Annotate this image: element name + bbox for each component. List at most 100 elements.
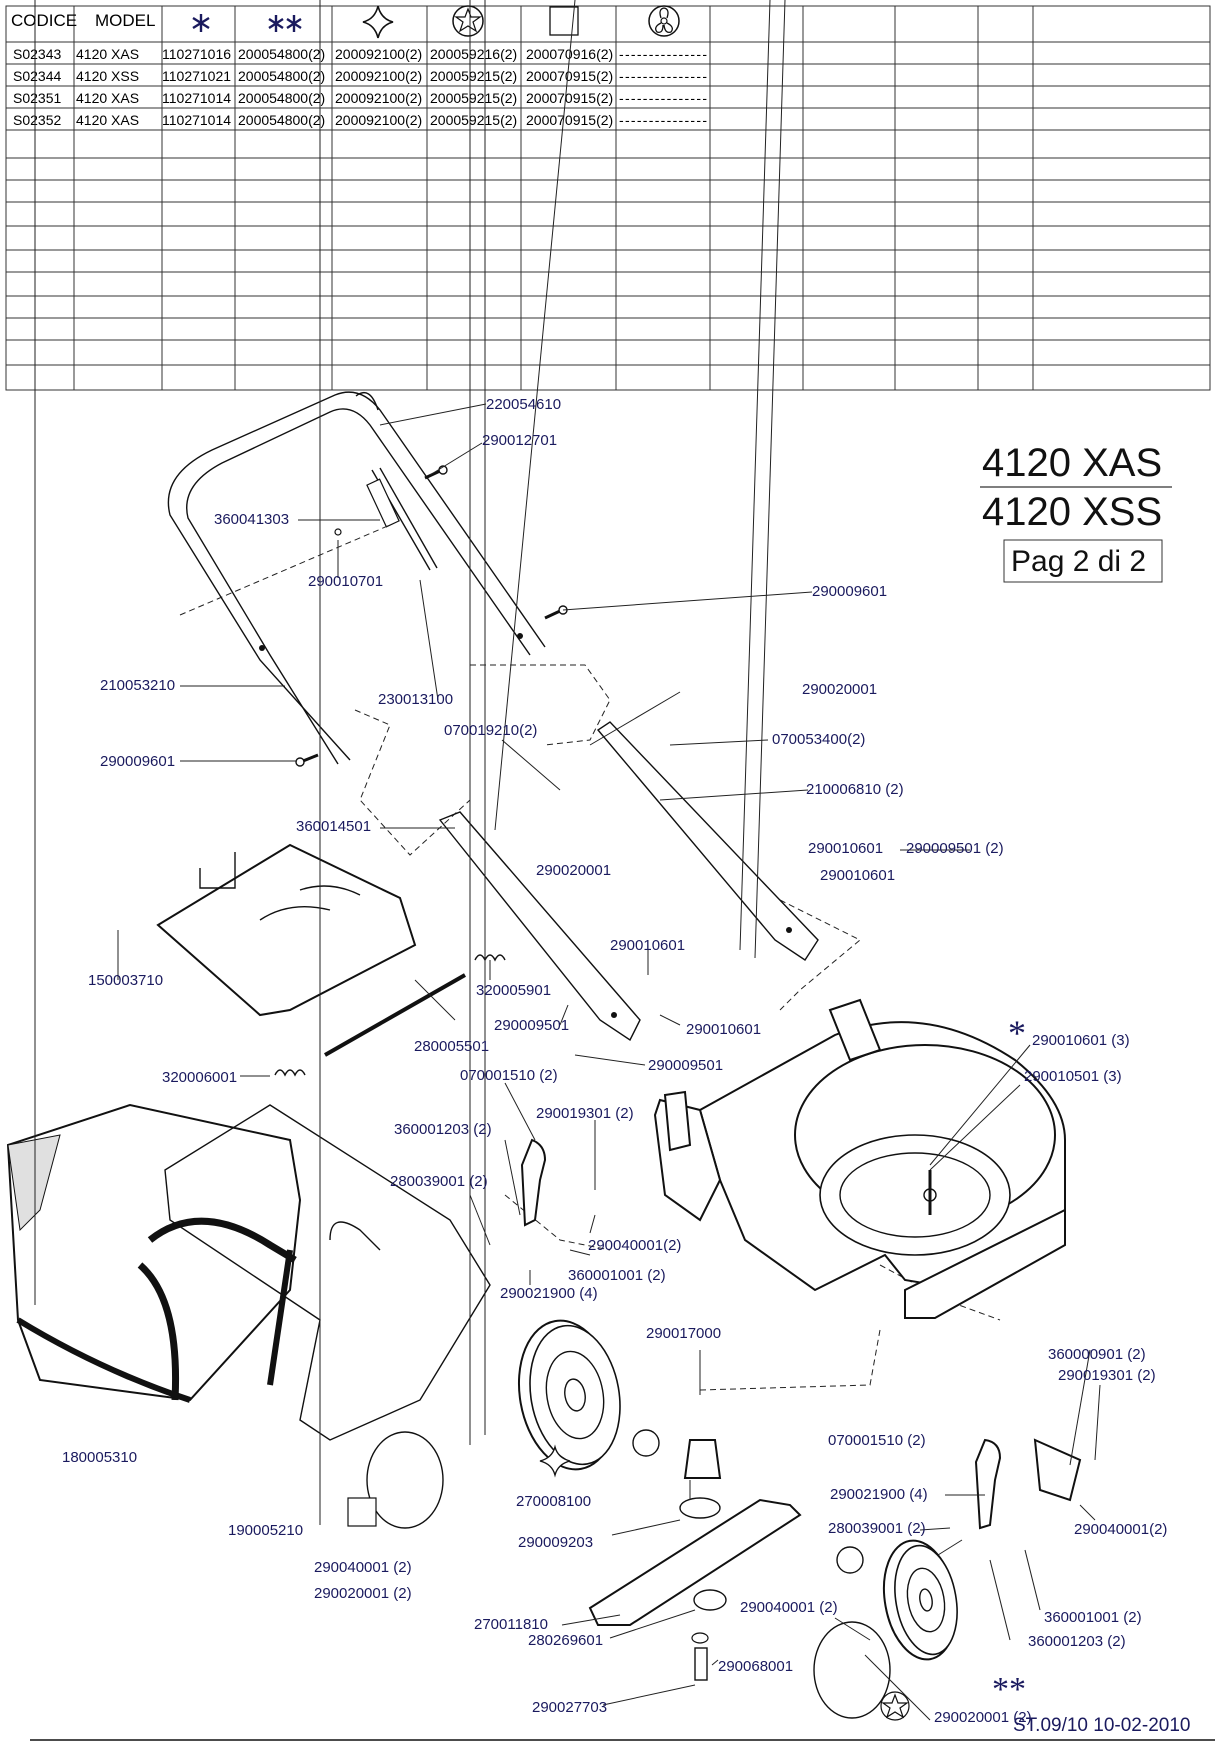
table-cell: 200054800(2) bbox=[238, 90, 325, 106]
model-title-2: 4120 XSS bbox=[982, 490, 1162, 534]
part-number-label: 360001001 (2) bbox=[1044, 1609, 1142, 1626]
table-cell: 110271014 bbox=[162, 90, 231, 106]
table-cell: 200070915(2) bbox=[526, 112, 613, 128]
table-cell: 200059215(2) bbox=[430, 112, 517, 128]
part-number-label: 360001001 (2) bbox=[568, 1267, 666, 1284]
table-cell: 200092100(2) bbox=[335, 112, 422, 128]
table-cell: --------------- bbox=[619, 90, 707, 106]
part-number-label: 290009501 bbox=[648, 1057, 723, 1074]
table-cell: 200059215(2) bbox=[430, 68, 517, 84]
part-number-label: 290020001 (2) bbox=[314, 1585, 412, 1602]
part-number-label: 360000901 (2) bbox=[1048, 1346, 1146, 1363]
table-cell: 200059215(2) bbox=[430, 90, 517, 106]
table-cell: 200070915(2) bbox=[526, 90, 613, 106]
table-cell: 200059216(2) bbox=[430, 46, 517, 62]
table-cell: 200092100(2) bbox=[335, 90, 422, 106]
part-number-label: 290010601 bbox=[610, 937, 685, 954]
part-labels: 220054610 290012701 360041303 290010701 2900… bbox=[62, 396, 1167, 1726]
four-point-star-icon bbox=[362, 5, 394, 39]
part-number-label: 230013100 bbox=[378, 691, 453, 708]
front-wheel-drawing bbox=[882, 1539, 958, 1661]
part-number-label: 320006001 bbox=[162, 1069, 237, 1086]
part-number-label: 070053400(2) bbox=[772, 731, 865, 748]
table-cells: S02343 4120 XAS 110271016 200054800(2) 20009… bbox=[13, 46, 707, 128]
table-cell: 4120 XSS bbox=[76, 68, 139, 84]
table-cell: 4120 XAS bbox=[76, 90, 139, 106]
part-number-label: 070019210(2) bbox=[444, 722, 537, 739]
footer-date: ST.09/10 10-02-2010 bbox=[1013, 1715, 1190, 1736]
part-number-label: 290009601 bbox=[812, 583, 887, 600]
header-codice: CODICE bbox=[11, 11, 77, 30]
part-number-label: 280039001 (2) bbox=[828, 1520, 926, 1537]
part-number-label: 290010701 bbox=[308, 573, 383, 590]
part-number-label: 290020001 (2) bbox=[934, 1709, 1032, 1726]
part-number-label: 210006810 (2) bbox=[806, 781, 904, 798]
table-cell: S02344 bbox=[13, 68, 61, 84]
table-cell: 110271014 bbox=[162, 112, 231, 128]
table-cell: 200054800(2) bbox=[238, 46, 325, 62]
table-cell: 200092100(2) bbox=[335, 46, 422, 62]
part-number-label: 280005501 bbox=[414, 1038, 489, 1055]
part-number-label: 290009203 bbox=[518, 1534, 593, 1551]
table-cell: 4120 XAS bbox=[76, 46, 139, 62]
part-number-label: 290040001 (2) bbox=[740, 1599, 838, 1616]
double-asterisk-icon bbox=[268, 15, 302, 32]
part-number-label: 290010601 bbox=[820, 867, 895, 884]
blade-drawing bbox=[588, 1439, 802, 1681]
lower-handle-drawing bbox=[438, 721, 819, 1042]
part-number-label: 320005901 bbox=[476, 982, 551, 999]
part-number-label: 290021900 (4) bbox=[830, 1486, 928, 1503]
part-number-label: 360041303 bbox=[214, 511, 289, 528]
part-number-label: 190005210 bbox=[228, 1522, 303, 1539]
table-cell: 110271016 bbox=[162, 46, 231, 62]
part-number-label: 290021900 (4) bbox=[500, 1285, 598, 1302]
part-number-label: 220054610 bbox=[486, 396, 561, 413]
part-number-label: 070001510 (2) bbox=[460, 1067, 558, 1084]
asterisk-icon bbox=[192, 14, 210, 32]
grass-bag-drawing bbox=[6, 1103, 302, 1403]
part-number-label: 290040001 (2) bbox=[314, 1559, 412, 1576]
part-number-label: 290009501 (2) bbox=[906, 840, 1004, 857]
table-cell: --------------- bbox=[619, 112, 707, 128]
part-number-label: 290012701 bbox=[482, 432, 557, 449]
part-number-label: 280039001 (2) bbox=[390, 1173, 488, 1190]
rear-wheel-drawing bbox=[517, 1319, 621, 1471]
table-cell: S02343 bbox=[13, 46, 61, 62]
part-number-label: 180005310 bbox=[62, 1449, 137, 1466]
part-number-label: 210053210 bbox=[100, 677, 175, 694]
part-number-label: 290040001(2) bbox=[588, 1237, 681, 1254]
part-number-label: 290027703 bbox=[532, 1699, 607, 1716]
table-cell: 200092100(2) bbox=[335, 68, 422, 84]
part-number-label: 290010601 bbox=[808, 840, 883, 857]
table-cell: S02351 bbox=[13, 90, 61, 106]
part-number-label: 290009501 bbox=[494, 1017, 569, 1034]
table-cell: 200070915(2) bbox=[526, 68, 613, 84]
upper-handle-drawing bbox=[167, 391, 546, 765]
table-cell: 200054800(2) bbox=[238, 68, 325, 84]
trefoil-circle-icon bbox=[648, 5, 680, 37]
part-number-label: 360014501 bbox=[296, 818, 371, 835]
part-number-label: 290010601 (3) bbox=[1032, 1032, 1130, 1049]
table-cell: 200054800(2) bbox=[238, 112, 325, 128]
mower-deck-drawing bbox=[653, 998, 1066, 1319]
double-asterisk-mark: ** bbox=[992, 1671, 1026, 1708]
table-grid bbox=[5, 5, 1211, 391]
part-number-label: 270008100 bbox=[516, 1493, 591, 1510]
part-number-label: 290020001 bbox=[802, 681, 877, 698]
part-number-label: 290019301 (2) bbox=[536, 1105, 634, 1122]
table-cell: 110271021 bbox=[162, 68, 231, 84]
part-number-label: 290040001(2) bbox=[1074, 1521, 1167, 1538]
part-number-label: 290017000 bbox=[646, 1325, 721, 1342]
table-cell: --------------- bbox=[619, 68, 707, 84]
page-indicator: Pag 2 di 2 bbox=[1011, 545, 1146, 578]
part-number-label: 290009601 bbox=[100, 753, 175, 770]
part-number-label: 290010601 bbox=[686, 1021, 761, 1038]
table-cell: 4120 XAS bbox=[76, 112, 139, 128]
part-number-label: 360001203 (2) bbox=[394, 1121, 492, 1138]
part-number-label: 360001203 (2) bbox=[1028, 1633, 1126, 1650]
exploded-view: 220054610 290012701 360041303 290010701 2900… bbox=[6, 0, 1167, 1726]
part-number-label: 290010501 (3) bbox=[1024, 1068, 1122, 1085]
part-number-label: 270011810 bbox=[474, 1616, 548, 1633]
